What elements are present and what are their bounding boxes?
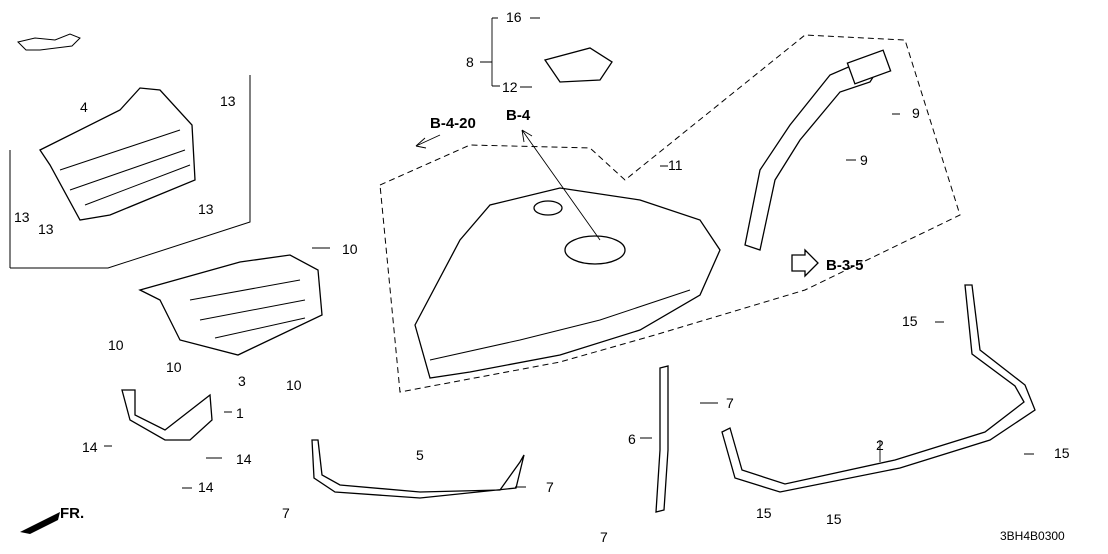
band-6: [655, 365, 669, 513]
front-arrow-icon: [20, 512, 60, 534]
callout-5[interactable]: 5: [416, 447, 424, 463]
callout-1[interactable]: 1: [236, 405, 244, 421]
car-locator-icon: [17, 33, 81, 51]
fuel-tank: [414, 187, 721, 379]
heat-shield-4: [39, 87, 196, 221]
callout-7-d[interactable]: 7: [600, 529, 608, 545]
band-5: [311, 439, 525, 499]
callout-13-d[interactable]: 13: [198, 201, 214, 217]
band-2: [721, 284, 1036, 493]
diagram-code: 3BH4B0300: [1000, 529, 1065, 543]
heat-shield-3: [138, 254, 323, 356]
callout-10-b[interactable]: 10: [108, 337, 124, 353]
callout-13-a[interactable]: 13: [220, 93, 236, 109]
callout-15-a[interactable]: 15: [902, 313, 918, 329]
ref-b4-20[interactable]: B-4-20: [430, 115, 476, 132]
callout-6[interactable]: 6: [628, 431, 636, 447]
callout-3[interactable]: 3: [238, 373, 246, 389]
callout-9-b[interactable]: 9: [860, 152, 868, 168]
fuel-pump-cover: [564, 235, 626, 265]
ref-b3-5[interactable]: B-3-5: [826, 257, 864, 274]
callout-7-c[interactable]: 7: [726, 395, 734, 411]
arrow-right-icon: [791, 248, 819, 278]
callout-15-d[interactable]: 15: [826, 511, 842, 527]
callout-7-b[interactable]: 7: [282, 505, 290, 521]
callout-14-a[interactable]: 14: [82, 439, 98, 455]
callout-15-b[interactable]: 15: [1054, 445, 1070, 461]
filler-cap: [846, 49, 892, 85]
callout-14-b[interactable]: 14: [236, 451, 252, 467]
callout-10-a[interactable]: 10: [342, 241, 358, 257]
callout-10-d[interactable]: 10: [286, 377, 302, 393]
callout-16[interactable]: 16: [506, 9, 522, 25]
callout-8[interactable]: 8: [466, 54, 474, 70]
callout-10-c[interactable]: 10: [166, 359, 182, 375]
callout-4[interactable]: 4: [80, 99, 88, 115]
callout-13-c[interactable]: 13: [38, 221, 54, 237]
callout-11[interactable]: 11: [668, 157, 683, 173]
front-label: FR.: [60, 505, 84, 522]
bracket-1: [121, 389, 213, 441]
cover-8: [543, 47, 613, 83]
ref-b4[interactable]: B-4: [506, 107, 531, 124]
callout-7-a[interactable]: 7: [546, 479, 554, 495]
fuel-tank-region: [379, 34, 961, 393]
callout-15-c[interactable]: 15: [756, 505, 772, 521]
callout-9-a[interactable]: 9: [912, 105, 920, 121]
heat-shield-group-border: [9, 75, 251, 269]
callout-14-c[interactable]: 14: [198, 479, 214, 495]
callout-2[interactable]: 2: [876, 437, 884, 453]
callout-13-b[interactable]: 13: [14, 209, 30, 225]
callout-12[interactable]: 12: [502, 79, 518, 95]
